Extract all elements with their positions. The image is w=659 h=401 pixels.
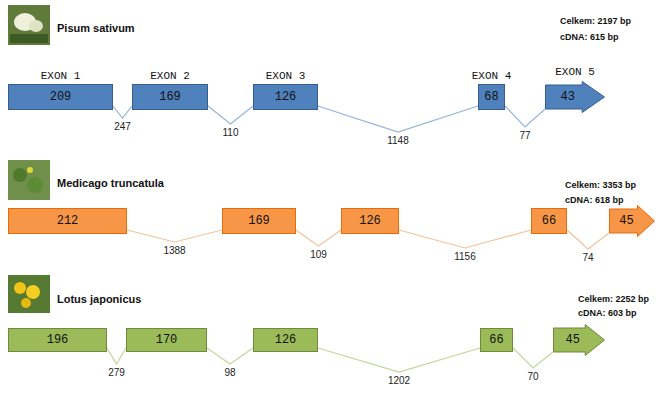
exon-length: 169 <box>248 214 270 228</box>
intron-length: 279 <box>107 367 126 378</box>
lotus-photo <box>8 275 50 313</box>
species-name: Lotus japonicus <box>57 293 141 305</box>
arrow-shape <box>610 206 655 237</box>
intron-line <box>113 106 132 118</box>
arrow-shape <box>546 82 605 113</box>
exon-box: 169 <box>222 208 296 234</box>
exon-box: EXON 468 <box>478 84 505 110</box>
intron-length: 110 <box>222 127 240 138</box>
exon-box: EXON 2169 <box>132 84 208 110</box>
intron-line <box>399 230 531 248</box>
exon-box: EXON 1209 <box>8 84 113 110</box>
flower <box>27 167 33 173</box>
intron-line <box>208 106 253 124</box>
exon-length: 209 <box>50 90 72 104</box>
intron-line <box>127 230 222 242</box>
intron-length: 109 <box>309 249 328 260</box>
intron-length: 74 <box>581 252 594 263</box>
species-name: Medicago truncatula <box>57 177 164 189</box>
intron-line <box>318 348 480 372</box>
exon-box: 126 <box>341 208 399 234</box>
arrow-outline <box>545 81 605 113</box>
exon-length: 43 <box>561 90 575 104</box>
exon-length: 212 <box>57 214 79 228</box>
medicago-photo <box>8 160 50 200</box>
exon-box: EXON 3126 <box>253 84 318 110</box>
pea-photo <box>8 5 50 45</box>
intron-length: 77 <box>518 130 531 141</box>
exon-box: 170 <box>126 328 207 352</box>
intron-line <box>567 230 609 249</box>
exon-box: 196 <box>8 328 107 352</box>
flower <box>26 285 40 299</box>
exon-length: 45 <box>619 214 633 228</box>
arrow-shape <box>554 325 605 356</box>
flower <box>21 298 31 308</box>
intron-length: 70 <box>526 371 539 382</box>
intron-line <box>505 106 545 127</box>
intron-length: 1156 <box>453 251 477 262</box>
exon-length: 170 <box>156 333 178 347</box>
exon-length: 196 <box>47 333 69 347</box>
exon-box: 212 <box>8 208 127 234</box>
exon-heading: EXON 1 <box>41 70 81 82</box>
exon-length: 126 <box>359 214 381 228</box>
length-note: cDNA: 615 bp <box>560 32 619 42</box>
leaf <box>10 34 48 43</box>
intron-length: 1148 <box>386 135 410 146</box>
photo-ground <box>8 275 50 313</box>
exon-length: 66 <box>489 333 503 347</box>
length-note: cDNA: 603 bp <box>578 308 637 318</box>
flower <box>29 20 43 32</box>
flower <box>14 282 26 294</box>
exon-length: 126 <box>275 90 297 104</box>
exon-arrow: 45 <box>553 324 605 356</box>
exon-box: 66 <box>480 328 513 352</box>
intron-line <box>296 230 341 246</box>
intron-line <box>207 348 253 364</box>
exon-length: 66 <box>542 214 556 228</box>
photo-ground <box>8 160 50 200</box>
exon-length: 45 <box>566 333 580 347</box>
exon-length: 169 <box>159 90 181 104</box>
intron-line <box>318 106 478 132</box>
intron-line <box>513 348 553 368</box>
exon-heading: EXON 4 <box>472 70 512 82</box>
length-note: Celkem: 2252 bp <box>578 294 649 304</box>
exon-box: 126 <box>253 328 318 352</box>
leaf <box>13 168 27 182</box>
exon-box: 66 <box>531 208 567 234</box>
leaf <box>27 177 43 193</box>
exon-length: 126 <box>275 333 297 347</box>
intron-length: 247 <box>113 121 132 132</box>
length-note: Celkem: 3353 bp <box>565 180 636 190</box>
photo-ground <box>8 5 50 45</box>
exon-heading: EXON 5 <box>555 66 595 78</box>
length-note: cDNA: 618 bp <box>565 195 624 205</box>
exon-heading: EXON 2 <box>150 70 190 82</box>
intron-length: 98 <box>223 367 236 378</box>
intron-line <box>107 348 126 364</box>
exon-arrow: EXON 543 <box>545 81 605 113</box>
intron-length: 1202 <box>387 375 411 386</box>
length-note: Celkem: 2197 bp <box>560 16 631 26</box>
exon-length: 68 <box>484 90 498 104</box>
intron-length: 1388 <box>162 245 186 256</box>
species-name: Pisum sativum <box>57 22 135 34</box>
exon-heading: EXON 3 <box>266 70 306 82</box>
exon-arrow: 45 <box>609 205 655 237</box>
